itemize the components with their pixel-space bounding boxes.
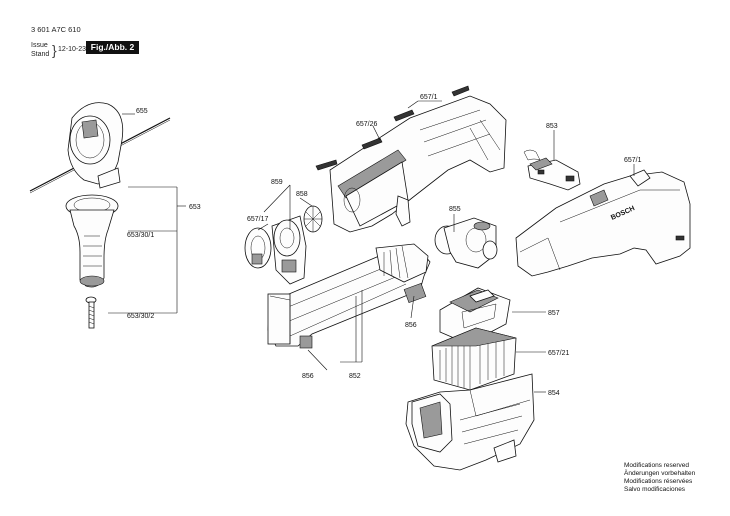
header-brace: } (52, 42, 57, 58)
part-653-30-1-handle (65, 194, 119, 288)
label-856-right: 856 (405, 322, 417, 329)
part-657-1-right-housing: BOSCH (515, 169, 691, 277)
part-labels: 655 653 653/30/1 653/30/2 859 858 657/17… (127, 94, 642, 397)
label-657-17: 657/17 (247, 216, 269, 223)
part-857-filter-cover (439, 287, 511, 345)
part-657-17-cap (244, 227, 272, 269)
part-855-fan-unit (434, 217, 498, 269)
label-653-30-2: 653/30/2 (127, 313, 154, 320)
label-856-left: 856 (302, 373, 314, 380)
part-657-21-filter (431, 327, 517, 391)
part-859-seal (271, 215, 307, 285)
part-653-30-2-screw (85, 296, 97, 329)
part-854-dust-container (405, 373, 535, 471)
label-657-1-top: 657/1 (420, 94, 438, 101)
notice-line-de: Änderungen vorbehalten (624, 470, 696, 477)
label-855: 855 (449, 206, 461, 213)
notice-line-fr: Modifications réservées (624, 478, 693, 485)
label-653-30-1: 653/30/1 (127, 232, 154, 239)
modifications-notice: Modifications reserved Änderungen vorbeh… (624, 462, 695, 494)
label-854: 854 (548, 390, 560, 397)
issue-date: 12-10-23 (58, 46, 87, 53)
notice-line-en: Modifications reserved (624, 462, 690, 469)
part-853-switch (523, 149, 581, 191)
label-657-26: 657/26 (356, 121, 378, 128)
label-858: 858 (296, 191, 308, 198)
label-657-21: 657/21 (548, 350, 570, 357)
label-852: 852 (349, 373, 361, 380)
notice-line-es: Salvo modificaciones (624, 486, 686, 493)
label-859: 859 (271, 179, 283, 186)
stand-label: Stand (31, 51, 50, 58)
part-852-telescopic-tube (267, 243, 431, 349)
issue-label: Issue (31, 42, 48, 49)
bracket-653 (108, 113, 186, 314)
part-657-1-upper-housing (329, 95, 507, 233)
label-655: 655 (136, 108, 148, 115)
part-858-spring (303, 205, 323, 233)
label-653: 653 (189, 204, 201, 211)
label-857: 857 (548, 310, 560, 317)
screws-657-26 (315, 85, 470, 171)
label-657-1-right: 657/1 (624, 157, 642, 164)
label-853: 853 (546, 123, 558, 130)
part-655-depth-stop (29, 102, 171, 194)
leader-lines (257, 100, 635, 393)
figure-title: Fig./Abb. 2 (86, 41, 139, 54)
part-number: 3 601 A7C 610 (31, 25, 81, 34)
